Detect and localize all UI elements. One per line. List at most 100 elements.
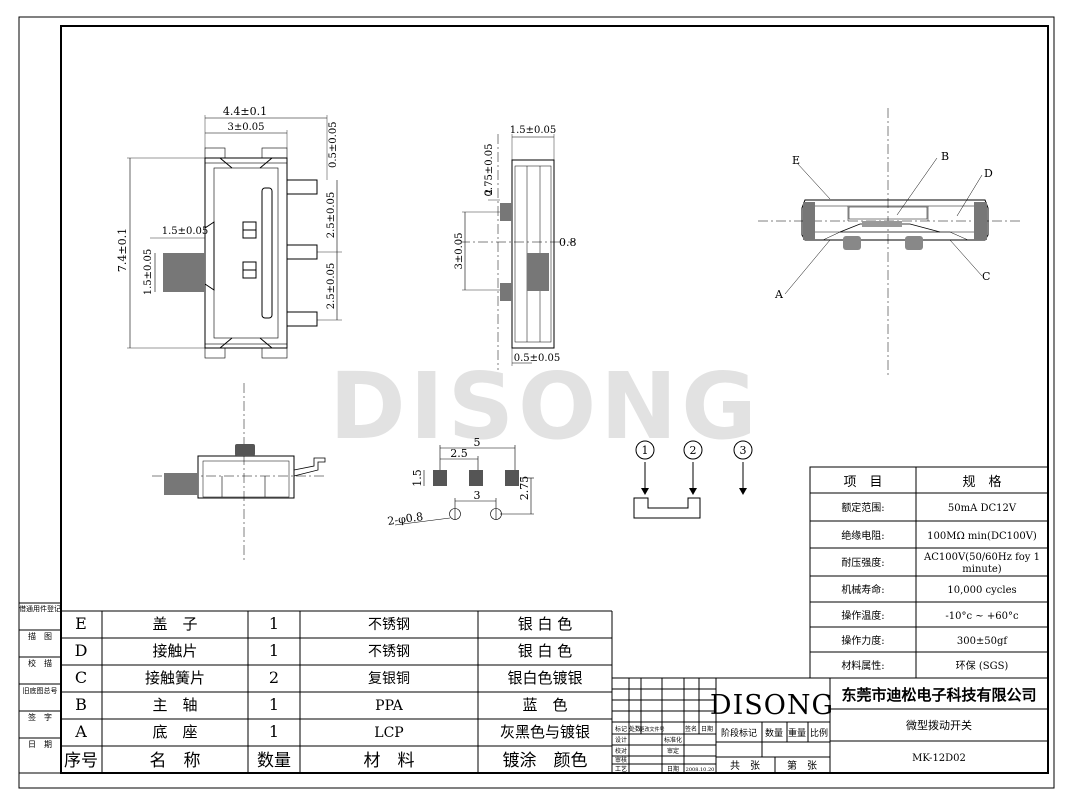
title-rev-doc: 更改文件号 [639,726,664,733]
dim-side-center: 0.8 [559,236,577,249]
side-label-check: 校 描 [28,658,52,668]
callout-b: B [941,150,949,163]
title-rev-date: 日期 [701,725,713,733]
title-stage-label: 阶段标记 [721,727,757,739]
section-view [758,108,1020,378]
bom-cell-name: 主 轴 [152,696,197,714]
bom-header-no: 序号 [64,751,98,771]
title-rev-sign: 签名 [685,725,697,733]
bom-cell-qty: 1 [269,614,279,633]
inner-border [60,25,1049,774]
callout-d: D [984,167,993,180]
dim-pcb-hole-dia: 2-φ0.8 [387,510,424,528]
front-actuator-tip [235,444,255,456]
title-row-design: 设计 [615,736,627,744]
dim-pcb-hole-pitch: 3 [474,489,481,502]
top-view-lever [163,253,205,292]
side-label-register: 借通用件登记 [19,604,61,613]
spec-label: 操作力度: [841,634,884,647]
bom-cell-no: E [75,614,87,633]
schematic-arrow-1 [641,488,649,495]
bom-cell-name: 底 座 [152,723,197,741]
title-date-value: 2008.10.20 [686,767,715,773]
spec-label: 绝缘电阻: [841,529,884,542]
spec-value: 10,000 cycles [947,585,1016,596]
front-view [152,383,326,560]
side-view [460,134,575,370]
spec-label: 额定范围: [841,501,884,514]
dim-side-bottom-width: 0.5±0.05 [514,353,561,364]
spec-label: 机械寿命: [841,583,884,596]
bom-cell-finish: 银 白 色 [518,642,573,660]
bom-cell-name: 接触片 [152,642,197,660]
watermark: DISONG [329,353,761,460]
side-lead-top [500,203,512,221]
title-weight-label: 重量 [788,727,806,739]
section-base-left [803,202,815,240]
callout-c: C [982,270,990,283]
side-label-trace: 描 图 [28,631,52,641]
dim-pcb-pitch-total: 5 [474,436,481,449]
bom-cell-qty: 1 [269,722,279,741]
title-row-review: 审核 [615,756,627,764]
spec-value-cont: minute) [962,564,1001,575]
title-company: 东莞市迪松电子科技有限公司 [841,686,1036,704]
title-row-process: 工艺 [615,765,627,773]
side-label-date: 日 期 [28,740,52,749]
dim-lever-offset: 1.5±0.05 [162,226,209,237]
pcb-pad-3 [505,470,519,486]
title-part-no: MK-12D02 [912,753,966,764]
title-qty-label: 数量 [765,727,783,739]
bom-cell-name: 盖 子 [152,615,197,633]
outer-border [18,16,1055,789]
bom-cell-qty: 1 [269,641,279,660]
spec-header-item: 项 目 [843,475,882,490]
bom-header-qty: 数量 [257,751,291,771]
bom-cell-finish: 蓝 色 [522,696,567,714]
section-foot-left [843,236,861,250]
dim-overall-width: 4.4±0.1 [223,105,267,118]
bom-cell-no: D [75,641,88,660]
spec-label: 耐压强度: [841,556,884,569]
title-std-label: 标准化 [664,736,682,744]
side-lead-bottom [500,283,512,301]
spec-value: 50mA DC12V [948,503,1017,514]
dim-side-lead-top: 2 [484,189,495,195]
dim-pcb-row-spacing: 2.75 [518,476,531,501]
spec-value: 环保 (SGS) [956,659,1009,672]
bom-header-material: 材 料 [364,751,415,771]
callout-e: E [792,154,800,167]
title-sheet-current: 第 张 [787,759,817,772]
dim-lead-thickness: 0.5±0.05 [328,121,339,168]
bom-cell-material: LCP [374,725,403,741]
title-block-grid [611,677,1049,774]
section-foot-right [905,236,923,250]
title-rev-mark: 标记 [615,725,627,733]
title-scale-label: 比例 [810,727,828,739]
spec-label: 材料属性: [841,659,884,672]
bom-cell-material: 不锈钢 [368,644,410,660]
title-approve-label: 审定 [667,747,679,755]
dim-pitch-lower: 2.5±0.05 [326,263,337,310]
title-logo: DISONG [710,690,834,721]
dim-overall-length: 7.4±0.1 [116,228,129,272]
bom-cell-no: C [75,668,87,687]
title-rev-count: 处数 [629,725,641,733]
side-actuator [527,253,549,291]
schematic [633,440,753,519]
bom-header-finish: 镀涂 颜色 [503,751,588,771]
bom-cell-material: 复银铜 [368,670,410,687]
spec-table-grid [809,466,1049,679]
section-shaft [862,221,902,227]
dim-pitch-upper: 2.5±0.05 [326,192,337,239]
title-row-proof: 校对 [615,747,627,755]
bom-cell-no: A [74,722,87,741]
side-label-sign: 签 字 [28,712,52,722]
bom-cell-material: 不锈钢 [368,617,410,633]
spec-label: 操作温度: [841,609,884,622]
dim-pcb-pitch: 2.5 [450,447,468,460]
spec-value: -10°c ~ +60°c [945,611,1019,622]
bom-cell-name: 接触簧片 [145,669,205,687]
